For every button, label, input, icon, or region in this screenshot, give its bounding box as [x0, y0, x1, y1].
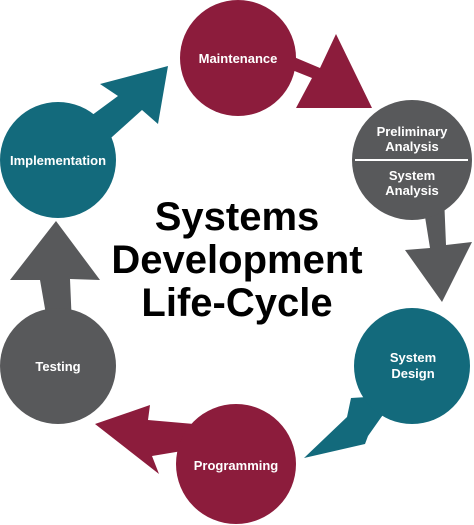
stage-circle-testing	[0, 308, 116, 424]
stage-label-maintenance: Maintenance	[199, 51, 278, 66]
stage-system-design: System Design	[354, 308, 470, 424]
stage-preliminary-system-analysis: Preliminary Analysis System Analysis	[352, 100, 472, 220]
center-title: Systems Development Life-Cycle	[111, 195, 362, 325]
stage-label-implementation: Implementation	[10, 153, 106, 168]
stage-label-programming: Programming	[194, 458, 279, 473]
stage-label-preliminary-2: Analysis	[385, 139, 438, 154]
stage-maintenance: Maintenance	[180, 0, 296, 116]
stage-circle-programming	[176, 404, 296, 524]
stage-circle-system-design	[354, 308, 470, 424]
stage-label-system-analysis-2: Analysis	[385, 183, 438, 198]
stage-testing: Testing	[0, 308, 116, 424]
stage-programming: Programming	[176, 404, 296, 524]
stage-implementation: Implementation	[0, 102, 116, 218]
stage-label-system-design-1: System	[390, 350, 436, 365]
stage-circle-maintenance	[180, 0, 296, 116]
title-line-1: Systems	[155, 195, 320, 239]
stage-circle-implementation	[0, 102, 116, 218]
title-line-3: Life-Cycle	[141, 281, 332, 325]
stage-label-system-design-2: Design	[391, 366, 434, 381]
title-line-2: Development	[111, 238, 362, 282]
stage-label-testing: Testing	[35, 359, 80, 374]
arrow-design-to-programming	[304, 372, 398, 458]
stage-label-preliminary-1: Preliminary	[377, 124, 449, 139]
stage-label-system-analysis-1: System	[389, 168, 435, 183]
arrow-testing-to-implementation	[10, 221, 100, 326]
arrow-maintenance-to-analysis	[272, 34, 372, 108]
arrow-programming-to-testing	[95, 405, 200, 474]
arrow-analysis-to-design	[405, 196, 472, 302]
